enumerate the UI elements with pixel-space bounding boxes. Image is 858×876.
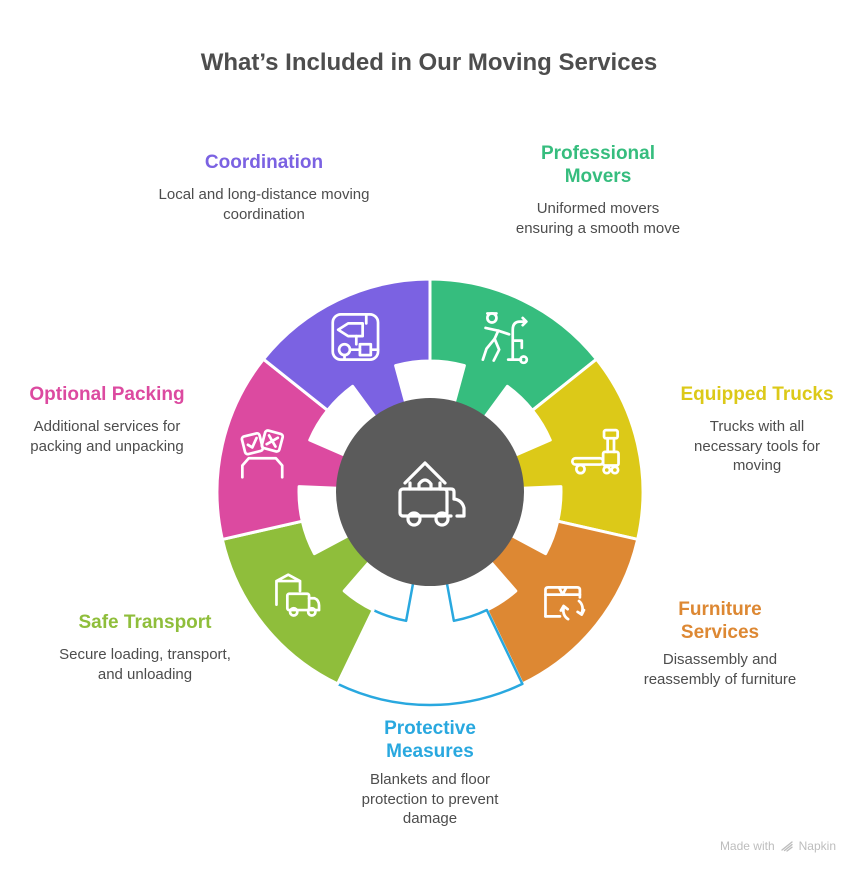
box-delivery-truck-icon — [275, 573, 321, 617]
segment-label-furniture-services: Furniture Services Disassembly and reass… — [620, 598, 820, 689]
box-recycle-icon — [544, 586, 586, 621]
segment-desc: Local and long-distance moving coordinat… — [158, 186, 370, 223]
segment-title: Safe Transport — [78, 612, 212, 633]
segment-title: Furniture Services — [678, 599, 762, 644]
center-circle — [336, 398, 524, 586]
mover-hand-truck-icon — [481, 312, 529, 365]
segment-title: Professional Movers — [540, 143, 656, 188]
page-title: What’s Included in Our Moving Services — [200, 49, 658, 77]
segment-desc: Blankets and floor protection to prevent… — [361, 771, 499, 828]
wheel-segment-coordination — [261, 277, 432, 422]
segment-label-professional-movers: Professional Movers Uniformed movers ens… — [492, 142, 704, 238]
segment-desc: Additional services for packing and unpa… — [30, 418, 184, 455]
segment-title: Optional Packing — [29, 384, 185, 405]
services-wheel-svg — [215, 277, 645, 707]
segment-label-optional-packing: Optional Packing Additional services for… — [0, 383, 214, 456]
wheel-segment-equipped-trucks — [510, 357, 645, 541]
brand-text: Napkin — [798, 839, 836, 853]
wheel-segment-optional-packing — [215, 357, 350, 541]
segment-label-equipped-trucks: Equipped Trucks Trucks with all necessar… — [658, 383, 856, 476]
segment-title: Equipped Trucks — [680, 384, 834, 405]
services-wheel — [198, 260, 662, 724]
pallet-jack-icon — [570, 428, 620, 475]
segment-label-safe-transport: Safe Transport Secure loading, transport… — [35, 611, 255, 684]
wheel-segment-furniture-services — [485, 519, 640, 686]
made-with-text: Made with — [719, 839, 775, 853]
segment-desc: Uniformed movers ensuring a smooth move — [515, 200, 681, 237]
made-with-napkin-badge: Made with Napkin — [720, 839, 836, 853]
segment-title: Protective Measures — [384, 718, 476, 763]
check-x-cards-box-icon — [240, 429, 285, 479]
segment-label-protective-measures: Protective Measures Blankets and floor p… — [330, 717, 530, 829]
wheel-segment-safe-transport — [220, 519, 375, 686]
segment-desc: Secure loading, transport, and unloading — [59, 646, 231, 683]
segment-desc: Disassembly and reassembly of furniture — [643, 651, 797, 688]
moving-truck-house-icon — [398, 461, 466, 527]
segment-title: Coordination — [204, 152, 324, 173]
floor-plan-map-icon — [331, 312, 380, 362]
segment-desc: Trucks with all necessary tools for movi… — [694, 418, 820, 475]
segment-label-coordination: Coordination Local and long-distance mov… — [154, 151, 374, 224]
wheel-segment-protective-measures — [336, 578, 524, 707]
napkin-logo-icon — [780, 841, 793, 852]
